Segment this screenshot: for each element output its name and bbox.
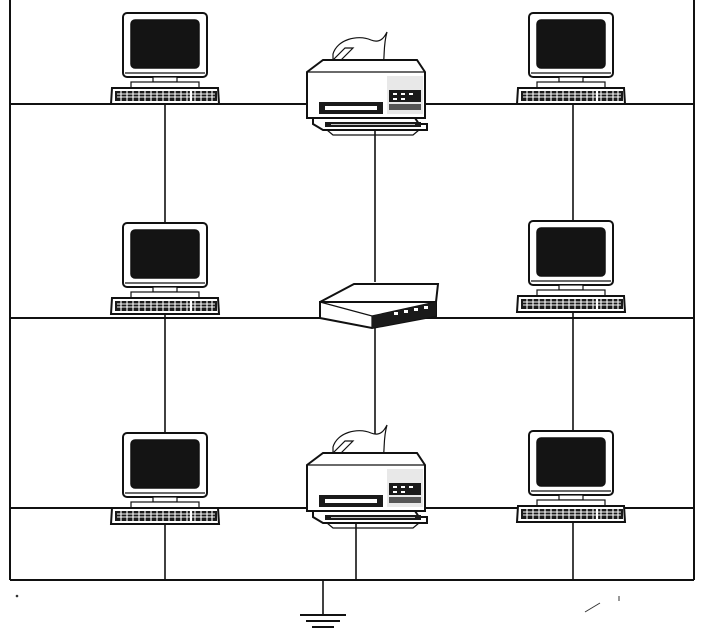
ground-symbol-icon — [300, 614, 346, 628]
printer-icon — [306, 424, 428, 529]
printer-icon — [306, 31, 428, 136]
computer-icon — [109, 11, 221, 106]
computer-icon — [109, 431, 221, 526]
computer-icon — [515, 429, 627, 524]
computer-icon — [515, 219, 627, 314]
computer-icon — [109, 221, 221, 316]
network-hub-icon — [319, 283, 439, 329]
computer-icon — [515, 11, 627, 106]
scan-marks — [15, 594, 620, 613]
